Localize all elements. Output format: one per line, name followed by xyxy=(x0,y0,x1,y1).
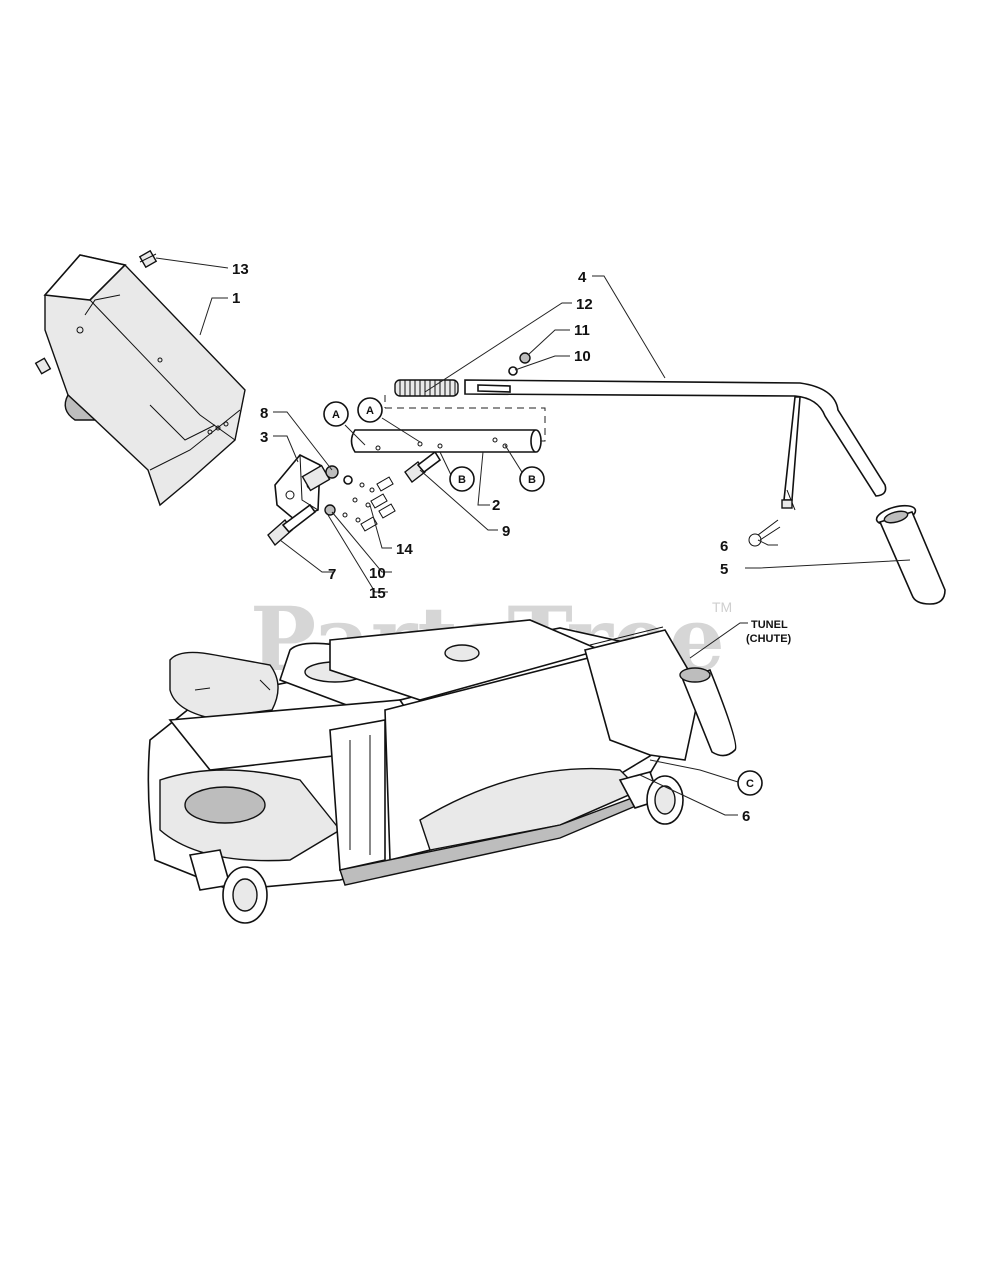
callout-12: 12 xyxy=(576,296,593,313)
callout-14: 14 xyxy=(396,541,413,558)
callout-6-top: 6 xyxy=(720,538,728,555)
ref-c1: C xyxy=(746,778,754,790)
part-13-fitting xyxy=(34,249,158,375)
watermark-tm: TM xyxy=(712,599,732,615)
callout-9: 9 xyxy=(502,523,510,540)
part-6-clip xyxy=(748,519,781,547)
part-5-grip xyxy=(875,504,946,605)
part-11-nut xyxy=(519,352,531,364)
chute-label-line2: (CHUTE) xyxy=(746,633,792,645)
callout-10-bottom: 10 xyxy=(369,565,386,582)
callout-7: 7 xyxy=(328,566,336,583)
part-1-cover xyxy=(43,254,246,507)
chute-label-line1: TUNEL xyxy=(751,619,788,631)
ref-b1: B xyxy=(458,474,466,486)
part-7-bolt xyxy=(267,503,317,547)
callout-1: 1 xyxy=(232,290,240,307)
ref-circles: A A B B C xyxy=(323,397,763,796)
mower-deck xyxy=(147,619,737,924)
callout-15: 15 xyxy=(369,585,386,602)
part-4-handle xyxy=(464,379,887,511)
part-9-bolt xyxy=(404,450,442,484)
chute-label: TUNEL (CHUTE) xyxy=(746,619,792,645)
callout-6-bottom: 6 xyxy=(742,808,750,825)
callout-10-top: 10 xyxy=(574,348,591,365)
hardware-small xyxy=(324,465,396,532)
ref-a1: A xyxy=(332,409,340,421)
ref-b2: B xyxy=(528,474,536,486)
callout-2: 2 xyxy=(492,497,500,514)
alignment-dash xyxy=(385,407,546,442)
callout-4: 4 xyxy=(578,269,587,286)
part-2-tube xyxy=(350,429,542,453)
callout-8: 8 xyxy=(260,405,268,422)
callout-11: 11 xyxy=(574,322,590,339)
callout-5: 5 xyxy=(720,561,728,578)
callout-numbers: 13 1 8 3 4 12 11 10 2 9 14 10 15 7 6 5 6 xyxy=(232,261,750,825)
callout-3: 3 xyxy=(260,429,268,446)
callout-13: 13 xyxy=(232,261,249,278)
part-3-bracket xyxy=(274,454,331,521)
part-10-washer xyxy=(508,366,518,376)
ref-a2: A xyxy=(366,405,374,417)
leader-lines xyxy=(155,257,911,816)
part-12-spring xyxy=(394,379,459,397)
